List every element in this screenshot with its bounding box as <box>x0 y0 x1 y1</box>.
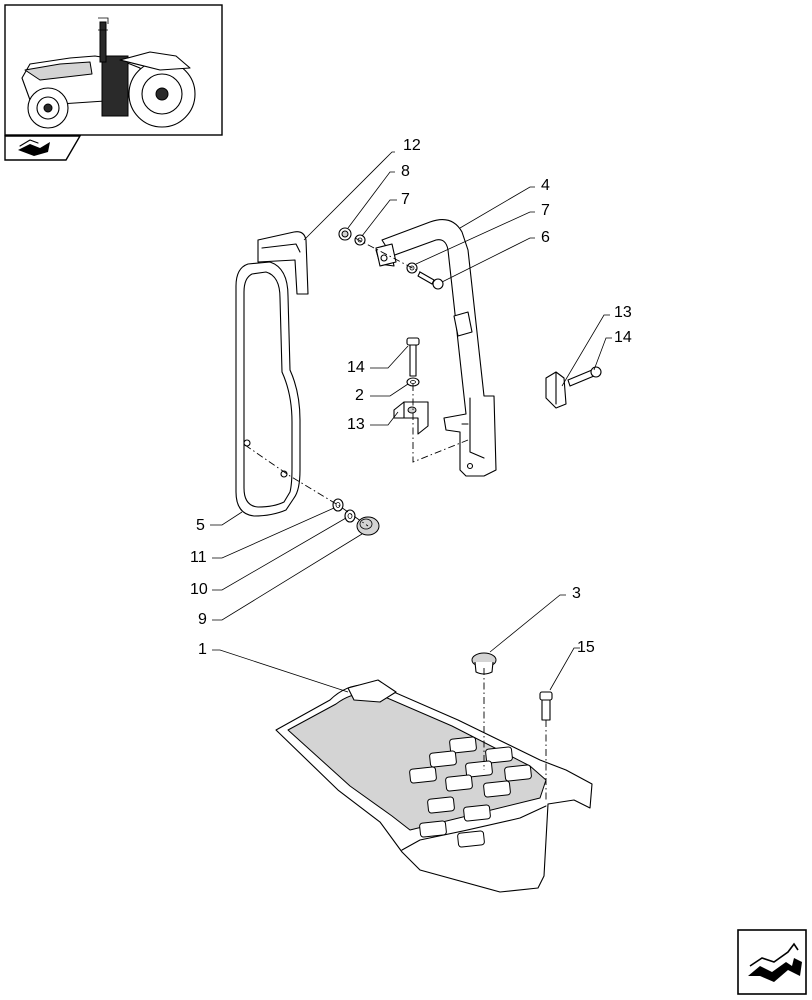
callout-labels: 12 8 7 4 7 6 13 14 14 2 13 5 11 10 9 3 1… <box>190 137 632 658</box>
callout-9: 9 <box>198 611 207 628</box>
page-flip-arrow-icon[interactable] <box>4 135 82 161</box>
callout-7-lower: 7 <box>541 202 550 219</box>
callout-11: 11 <box>190 549 207 566</box>
callout-14-middle: 14 <box>347 359 365 376</box>
section-arrow-icon[interactable] <box>737 929 807 995</box>
hardware-6-bolt <box>417 271 444 290</box>
hardware-7-washer-upper <box>354 234 366 246</box>
part-5-seal <box>235 261 301 517</box>
assembly-centerlines <box>244 237 547 802</box>
callout-5: 5 <box>196 517 205 534</box>
callout-7-upper: 7 <box>401 191 410 208</box>
part-13-bracket-middle <box>393 401 429 435</box>
callout-13-middle: 13 <box>347 416 365 433</box>
callout-4: 4 <box>541 177 550 194</box>
callout-2: 2 <box>355 387 364 404</box>
callout-8: 8 <box>401 163 410 180</box>
callout-1: 1 <box>198 641 207 658</box>
part-1-floor-mat <box>275 679 593 893</box>
part-12-clip <box>257 231 309 295</box>
hardware-11-washer <box>332 498 344 512</box>
callout-12: 12 <box>403 137 421 154</box>
callout-10: 10 <box>190 581 208 598</box>
hardware-10-washer <box>344 509 356 523</box>
hardware-8-cap-nut <box>338 227 352 241</box>
hardware-14-bolt-right <box>567 366 602 387</box>
callout-3: 3 <box>572 585 581 602</box>
tractor-thumbnail-icon <box>4 4 223 136</box>
leader-lines <box>210 151 612 693</box>
part-13-bracket-right <box>545 371 567 409</box>
callout-15: 15 <box>577 639 595 656</box>
callout-6: 6 <box>541 229 550 246</box>
hardware-15-bolt <box>539 691 553 721</box>
hardware-14-bolt-middle <box>406 337 420 377</box>
callout-14-right: 14 <box>614 329 632 346</box>
callout-13-right: 13 <box>614 304 632 321</box>
